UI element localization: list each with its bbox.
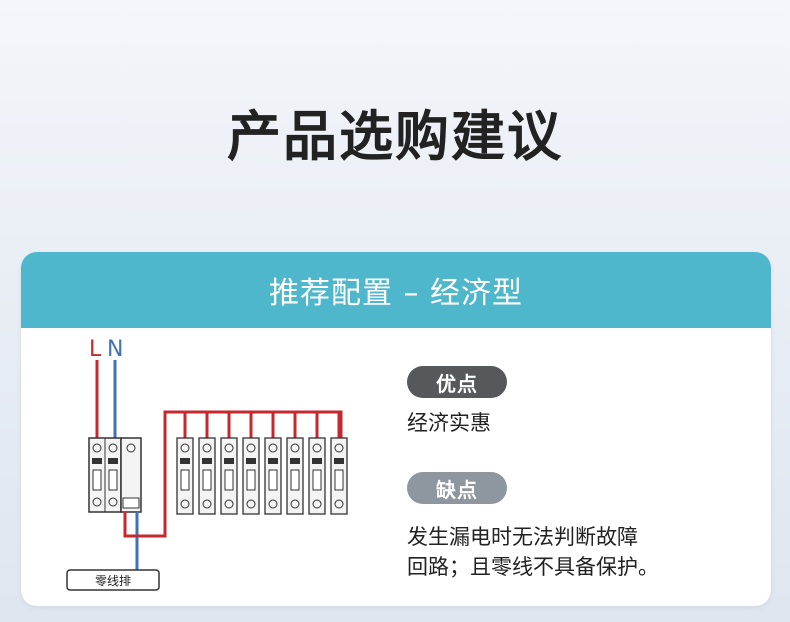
disadvantages-badge: 缺点 [407,472,507,504]
page-title: 产品选购建议 [227,105,563,168]
wiring-diagram: L N 零线排 [66,337,348,591]
advantages-text: 经济实惠 [407,411,491,435]
branch-breakers [176,412,348,515]
card-header: 推荐配置 – 经济型 [21,252,771,328]
disadvantages-line-2: 回路；且零线不具备保护。 [407,555,659,579]
disadvantages-line-1: 发生漏电时无法判断故障 [407,525,638,549]
zero-bar [66,569,160,591]
label-l: L [89,337,102,362]
disadvantages-text: 发生漏电时无法判断故障 回路；且零线不具备保护。 [407,522,747,582]
label-n: N [107,337,123,362]
live-wire-bus [123,410,343,538]
zero-bar-label: 零线排 [95,574,131,588]
main-breaker [88,437,142,513]
recommendation-card: 推荐配置 – 经济型 L N [21,252,771,606]
advantages-badge: 优点 [407,366,507,398]
